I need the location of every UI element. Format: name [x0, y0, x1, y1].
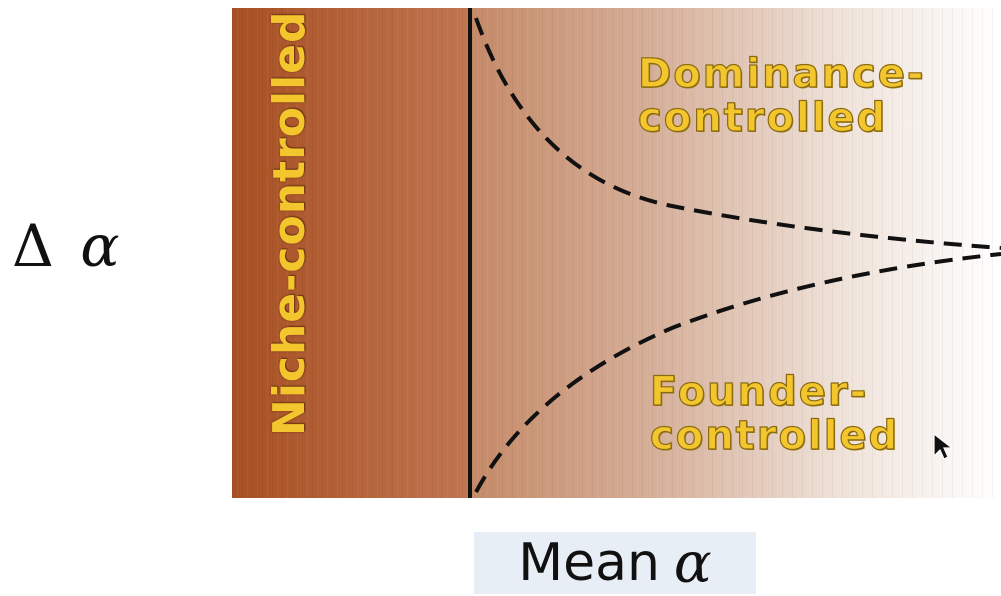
niche-controlled-label: Niche-controlled — [264, 10, 315, 436]
founder-controlled-label: Founder- controlled — [649, 369, 900, 459]
x-axis-prefix: Mean — [518, 533, 660, 593]
texture-overlay — [232, 8, 1001, 498]
dominance-line-2: controlled — [637, 95, 888, 141]
founder-line-1: Founder- — [649, 369, 869, 415]
mouse-cursor-icon — [933, 432, 954, 460]
x-axis-symbol: α — [673, 530, 712, 596]
dominance-curve — [474, 17, 1001, 250]
x-axis-label: Mean α — [474, 530, 756, 596]
dominance-controlled-label: Dominance- controlled — [637, 51, 926, 141]
diagram-graphic — [232, 8, 1001, 498]
dominance-line-1: Dominance- — [637, 51, 926, 97]
founder-line-2: controlled — [649, 413, 900, 459]
y-axis-label: Δ α — [12, 212, 124, 280]
diagram-panel: Niche-controlled Dominance- controlled F… — [232, 8, 1001, 498]
y-axis-delta: Δ — [12, 212, 58, 280]
founder-curve — [474, 252, 1001, 493]
y-axis-symbol: α — [80, 212, 124, 280]
